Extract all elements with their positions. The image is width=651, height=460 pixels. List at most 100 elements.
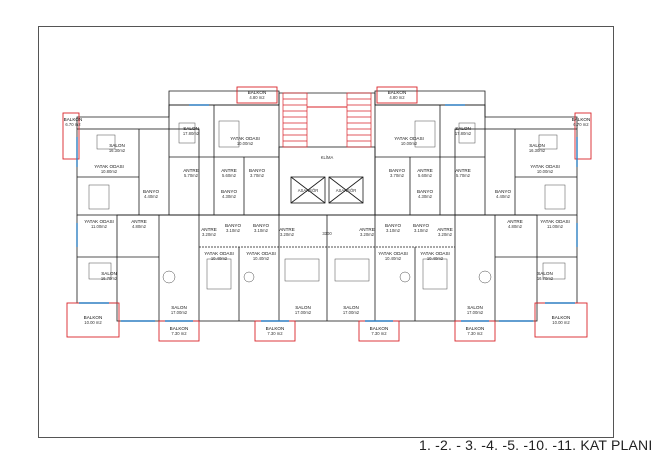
room-name: SALON xyxy=(467,305,483,310)
room-name: BALKON xyxy=(64,117,83,122)
room-area: 5.60m2 xyxy=(222,173,237,178)
room-area: 10.80m2 xyxy=(101,169,118,174)
room-name: YATAK ODASI xyxy=(378,251,408,256)
room-area: 17.00m2 xyxy=(171,310,188,315)
room-name: YATAK ODASI xyxy=(246,251,276,256)
room-name: ANTRE xyxy=(279,227,295,232)
room-name: ANTRE xyxy=(417,168,433,173)
room-area: 3.10m2 xyxy=(414,228,429,233)
room-area: 10.00m2 xyxy=(537,169,554,174)
room-name: SALON xyxy=(455,126,471,131)
room-area: 10.00m2 xyxy=(237,141,254,146)
room-area: 11.00m2 xyxy=(91,224,108,229)
room-area: 17.80m2 xyxy=(183,131,200,136)
room-area: 4.30m2 xyxy=(418,194,433,199)
windows xyxy=(76,104,578,322)
room-area: 3.70m2 xyxy=(390,173,405,178)
room-name: BALKON xyxy=(466,326,485,331)
room-area: 3.70m2 xyxy=(250,173,265,178)
room-area: 3.20m2 xyxy=(280,232,295,237)
room-name: BALKON xyxy=(84,315,103,320)
room-area: 7.30 m2 xyxy=(371,331,387,336)
room-name: SALON xyxy=(343,305,359,310)
room-name: BALKON xyxy=(388,90,407,95)
room-name: BALKON xyxy=(266,326,285,331)
room-area: 16.70m2 xyxy=(101,276,118,281)
room-area: 16.70m2 xyxy=(537,276,554,281)
klima-label: KLİMA xyxy=(321,155,334,160)
room-name: BANYO xyxy=(221,189,238,194)
room-name: ANTRE xyxy=(455,168,471,173)
room-name: ANTRE xyxy=(437,227,453,232)
room-name: BANYO xyxy=(385,223,402,228)
room-area: 11.00m2 xyxy=(547,224,564,229)
floor-plan: ASANSÖR ASANSÖR KLİMA 3300 BALKON 4.80 m… xyxy=(62,86,592,342)
room-area: 7.30 m2 xyxy=(267,331,283,336)
room-area: 4.80m2 xyxy=(508,224,523,229)
room-name: BALKON xyxy=(552,315,571,320)
room-name: SALON xyxy=(171,305,187,310)
corridor-dimension: 3300 xyxy=(322,231,332,236)
room-area: 4.80m2 xyxy=(132,224,147,229)
plan-linework xyxy=(76,90,578,322)
room-name: BALKON xyxy=(572,117,591,122)
room-area: 3.10m2 xyxy=(226,228,241,233)
room-area: 10.40m2 xyxy=(427,256,444,261)
room-name: YATAK ODASI xyxy=(420,251,450,256)
room-area: 3.10m2 xyxy=(386,228,401,233)
room-area: 3.20m2 xyxy=(360,232,375,237)
room-name: ANTRE xyxy=(131,219,147,224)
room-name: BANYO xyxy=(389,168,406,173)
room-name: BANYO xyxy=(253,223,270,228)
room-area: 6.70 m2 xyxy=(573,122,589,127)
room-area: 4.80 m2 xyxy=(249,95,265,100)
room-area: 10.40m2 xyxy=(211,256,228,261)
room-name: SALON xyxy=(109,143,125,148)
lift-a-label: ASANSÖR xyxy=(298,188,318,193)
room-name: SALON xyxy=(529,143,545,148)
room-name: ANTRE xyxy=(201,227,217,232)
room-name: BANYO xyxy=(249,168,266,173)
room-name: YATAK ODASI xyxy=(204,251,234,256)
room-name: BALKON xyxy=(370,326,389,331)
room-area: 4.40m2 xyxy=(144,194,159,199)
room-area: 16.30m2 xyxy=(109,148,126,153)
room-name: YATAK ODASI xyxy=(394,136,424,141)
room-name: BANYO xyxy=(417,189,434,194)
drawing-sheet: ASANSÖR ASANSÖR KLİMA 3300 BALKON 4.80 m… xyxy=(38,26,651,453)
room-name: ANTRE xyxy=(507,219,523,224)
room-name: BALKON xyxy=(170,326,189,331)
room-name: ANTRE xyxy=(221,168,237,173)
room-name: BANYO xyxy=(143,189,160,194)
room-area: 4.30m2 xyxy=(222,194,237,199)
room-name: ANTRE xyxy=(359,227,375,232)
room-area: 17.00m2 xyxy=(343,310,360,315)
room-name: BANYO xyxy=(413,223,430,228)
room-name: SALON xyxy=(101,271,117,276)
room-area: 10.00m2 xyxy=(401,141,418,146)
room-name: ANTRE xyxy=(183,168,199,173)
room-name: YATAK ODASI xyxy=(540,219,570,224)
room-area: 5.70m2 xyxy=(456,173,471,178)
room-name: SALON xyxy=(537,271,553,276)
furniture xyxy=(88,120,566,290)
room-area: 4.40m2 xyxy=(496,194,511,199)
room-name: YATAK ODASI xyxy=(94,164,124,169)
room-area: 17.80m2 xyxy=(455,131,472,136)
room-area: 3.10m2 xyxy=(254,228,269,233)
room-name: BANYO xyxy=(225,223,242,228)
room-area: 16.30m2 xyxy=(529,148,546,153)
room-area: 17.00m2 xyxy=(295,310,312,315)
room-area: 7.30 m2 xyxy=(171,331,187,336)
room-area: 4.80 m2 xyxy=(389,95,405,100)
room-name: YATAK ODASI xyxy=(84,219,114,224)
stairs xyxy=(282,92,372,148)
room-area: 10.00 m2 xyxy=(552,320,570,325)
room-name: YATAK ODASI xyxy=(230,136,260,141)
room-name: SALON xyxy=(295,305,311,310)
room-area: 10.00 m2 xyxy=(84,320,102,325)
room-area: 3.20m2 xyxy=(202,232,217,237)
sheet-title: 1. -2. - 3. -4. -5. -10. -11. KAT PLANI xyxy=(419,437,651,453)
room-area: 17.00m2 xyxy=(467,310,484,315)
room-labels: BALKON 4.80 m2 BALKON 4.80 m2 BALKON 6.7… xyxy=(64,90,591,336)
